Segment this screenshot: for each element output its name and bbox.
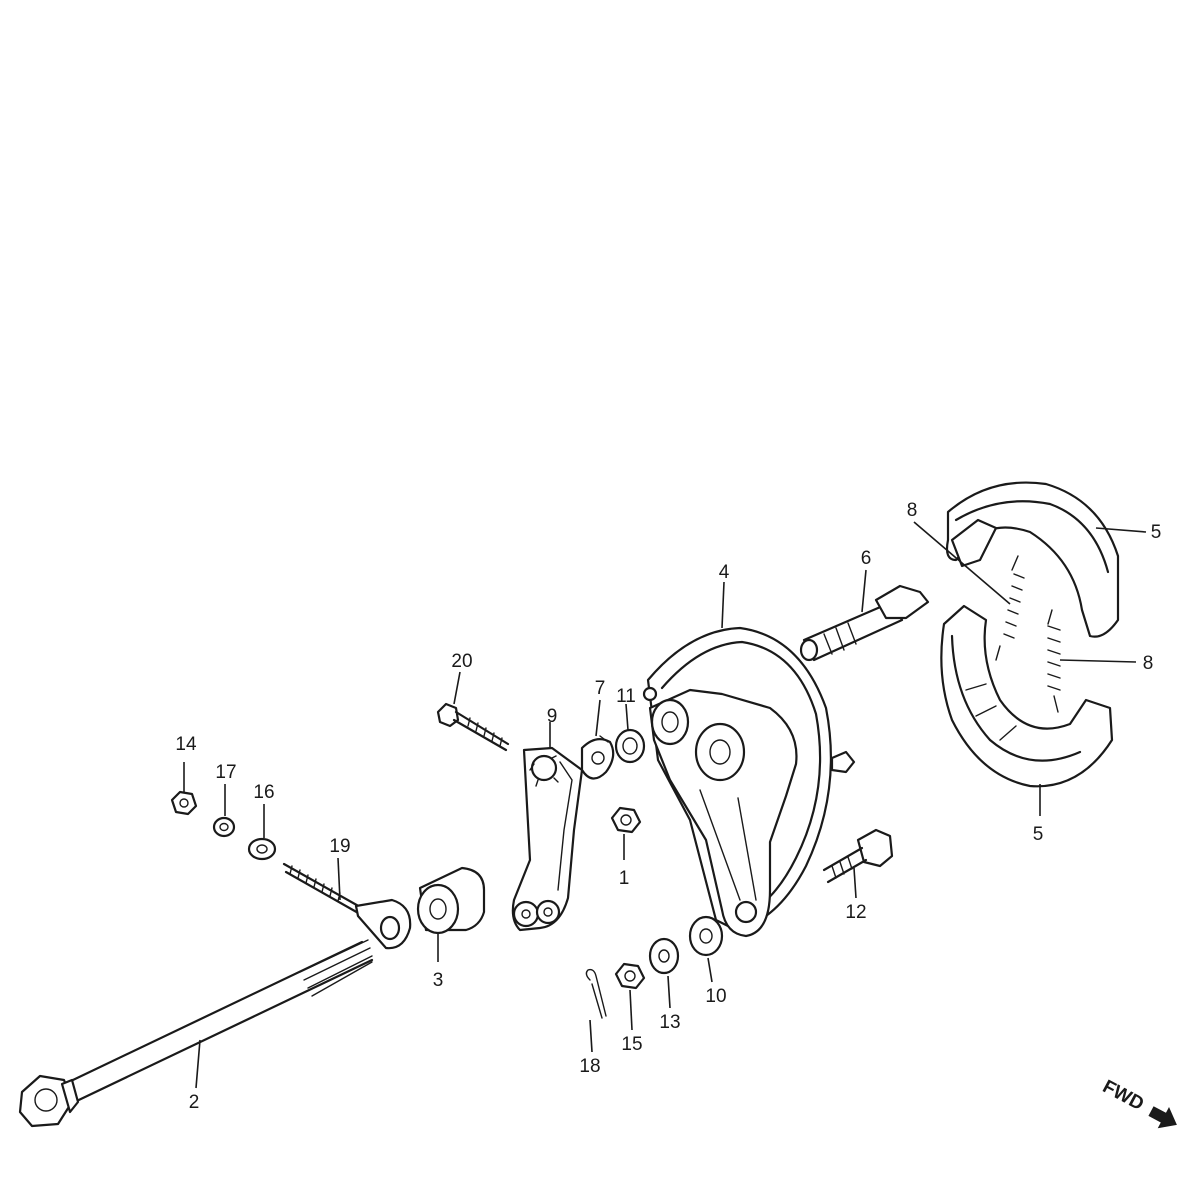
callout-11: 11: [616, 686, 636, 707]
callout-4: 4: [719, 562, 730, 583]
arrow-right-down-icon: [1148, 1106, 1177, 1129]
part-washer-17: [212, 816, 236, 838]
part-collar-3: [416, 866, 486, 935]
fwd-label: FWD: [1099, 1076, 1147, 1115]
callout-15: 15: [621, 1034, 642, 1055]
callout-8-upper: 8: [907, 500, 918, 521]
part-cotter-pin-18: [585, 968, 607, 1019]
part-bolt-20: [436, 702, 510, 752]
part-brake-panel-4: [642, 626, 856, 938]
part-brake-shoe-5-upper: [945, 481, 1120, 638]
callout-1: 1: [619, 868, 630, 889]
callout-2: 2: [189, 1092, 200, 1113]
callout-17: 17: [215, 762, 236, 783]
callout-19: 19: [329, 836, 350, 857]
part-washer-13: [648, 937, 680, 975]
part-nut-14: [170, 790, 198, 816]
callout-5-upper: 5: [1151, 522, 1162, 543]
callout-9: 9: [547, 706, 558, 727]
callout-12: 12: [845, 902, 866, 923]
part-springs-8: [995, 555, 1061, 713]
callout-5-lower: 5: [1033, 824, 1044, 845]
callout-7: 7: [595, 678, 606, 699]
part-brake-cam-6: [799, 584, 930, 662]
part-brake-arm-9: [511, 746, 584, 932]
fwd-direction-marker: FWD: [1099, 1076, 1177, 1129]
callout-13: 13: [659, 1012, 680, 1033]
part-seal-11: [614, 728, 646, 764]
callout-16: 16: [253, 782, 274, 803]
part-indicator-plate-7: [580, 735, 615, 780]
part-washer-16: [247, 837, 277, 861]
callout-18: 18: [579, 1056, 600, 1077]
part-washer-10: [688, 915, 724, 957]
callout-10: 10: [705, 986, 726, 1007]
callout-20: 20: [451, 651, 472, 672]
part-nut-15: [614, 962, 646, 990]
callout-14: 14: [175, 734, 197, 755]
part-axle-bolt: [18, 939, 374, 1128]
part-bolt-12: [822, 828, 894, 884]
part-brake-shoe-5-lower: [940, 604, 1114, 788]
callout-3: 3: [433, 970, 444, 991]
leader-lines: [183, 521, 1147, 1089]
callout-8-lower: 8: [1143, 653, 1154, 674]
callout-labels: 1 2 3 4 5 5 6 7 8 8 9 10 11 12 13 14 15 …: [175, 500, 1161, 1113]
callout-6: 6: [861, 548, 872, 569]
part-arm-bolt-19: [282, 862, 412, 950]
part-nut-1: [610, 806, 642, 834]
